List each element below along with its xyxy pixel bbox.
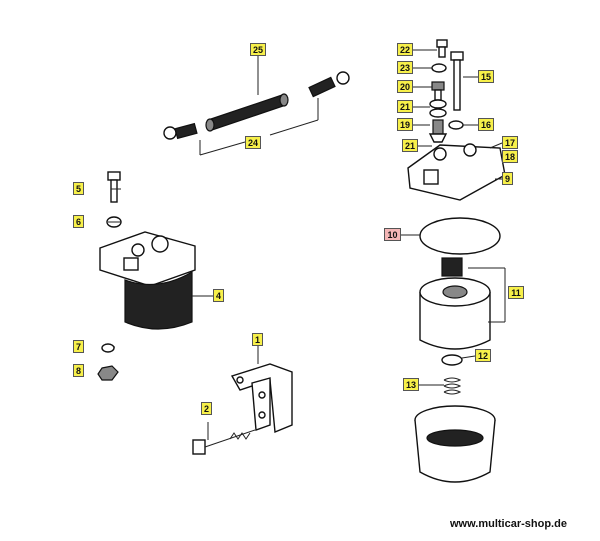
part-10-gasket xyxy=(419,217,501,255)
filter-bowl xyxy=(414,405,496,483)
part-9-head-cover xyxy=(407,143,506,201)
callout-5: 5 xyxy=(73,182,84,195)
part-4-filter-assembly xyxy=(99,231,196,330)
callout-10: 10 xyxy=(384,228,401,241)
part-11-filter-element xyxy=(419,257,506,350)
callout-11: 11 xyxy=(508,286,524,299)
callout-8: 8 xyxy=(73,364,84,377)
part-15-long-bolt xyxy=(450,51,464,111)
part-22-bolt xyxy=(436,39,448,58)
callout-13: 13 xyxy=(403,378,419,391)
callout-23: 23 xyxy=(397,61,413,74)
part-12-washer xyxy=(441,354,463,366)
callout-17: 17 xyxy=(502,136,518,149)
website-footer: www.multicar-shop.de xyxy=(450,518,567,530)
callout-24: 24 xyxy=(245,136,261,149)
callout-15: 15 xyxy=(478,70,494,83)
callout-16: 16 xyxy=(478,118,494,131)
callout-25: 25 xyxy=(250,43,266,56)
part-24-fittings xyxy=(163,71,350,156)
part-16-oring xyxy=(448,120,464,130)
callout-20: 20 xyxy=(397,80,413,93)
part-20-bolt xyxy=(431,81,445,101)
callout-1: 1 xyxy=(252,333,263,346)
leader-lines xyxy=(108,49,503,386)
callout-4: 4 xyxy=(213,289,224,302)
part-5-bolt xyxy=(107,171,121,203)
callout-21-lower: 21 xyxy=(402,139,418,152)
callout-9: 9 xyxy=(502,172,513,185)
callout-6: 6 xyxy=(73,215,84,228)
part-2-screw xyxy=(192,422,256,455)
callout-21-upper: 21 xyxy=(397,100,413,113)
part-23-washer xyxy=(431,63,447,73)
part-7-ring xyxy=(101,343,115,353)
callout-7: 7 xyxy=(73,340,84,353)
callout-12: 12 xyxy=(475,349,491,362)
part-21-washers xyxy=(429,99,447,118)
part-1-bracket xyxy=(230,345,293,434)
callout-18: 18 xyxy=(502,150,518,163)
part-25-pipe xyxy=(205,93,289,132)
part-19-valve xyxy=(428,119,448,143)
part-13-spring xyxy=(443,377,462,395)
callout-22: 22 xyxy=(397,43,413,56)
callout-2: 2 xyxy=(201,402,212,415)
callout-19: 19 xyxy=(397,118,413,131)
part-8-nut xyxy=(97,365,119,381)
